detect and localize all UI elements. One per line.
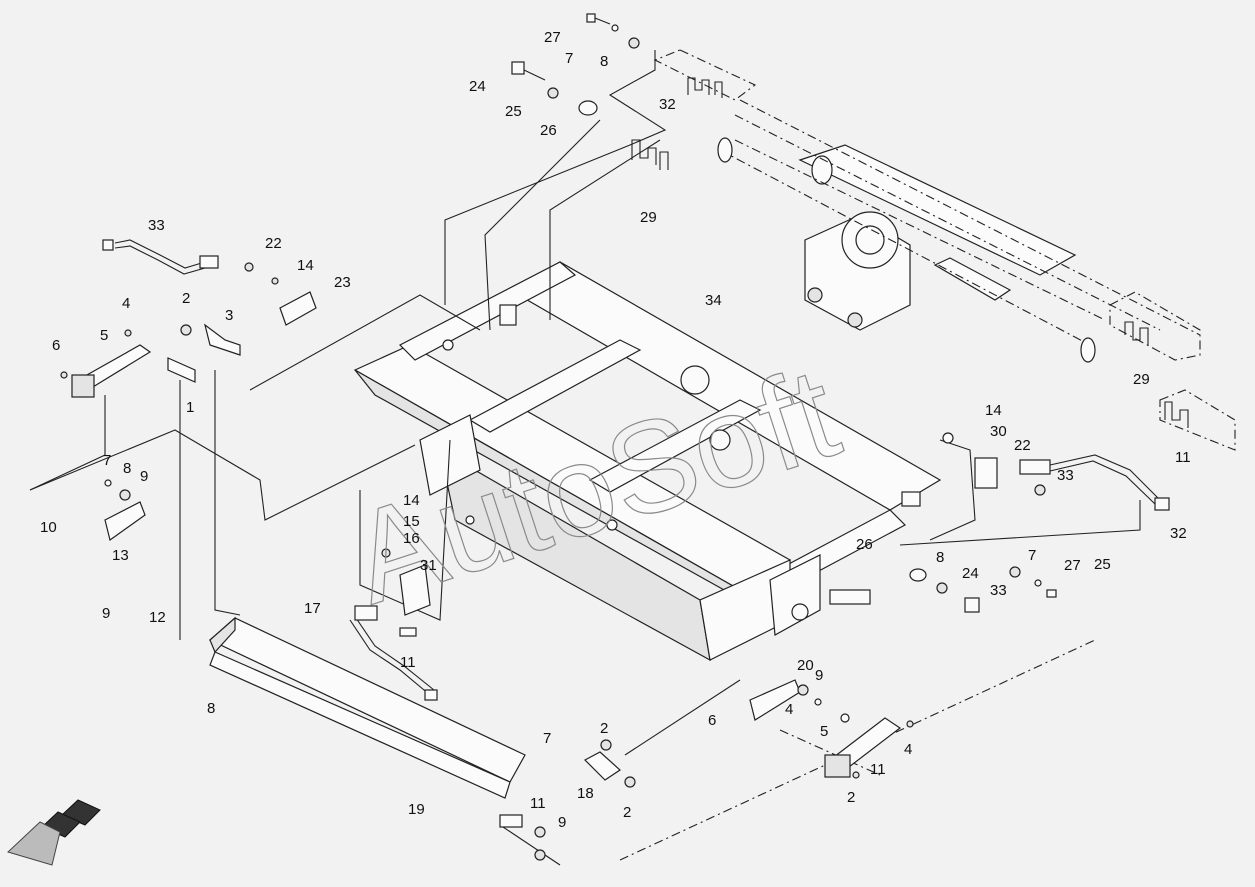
callout-label: 32 [1170, 525, 1187, 542]
callout-label: 2 [623, 804, 631, 821]
callout-label: 8 [600, 53, 608, 70]
callout-label: 14 [297, 257, 314, 274]
callout-label: 10 [40, 519, 57, 536]
callout-label: 6 [52, 337, 60, 354]
callout-label: 26 [856, 536, 873, 553]
callout-label: 25 [505, 103, 522, 120]
callout-label: 24 [962, 565, 979, 582]
callout-label: 23 [334, 274, 351, 291]
callout-label: 16 [403, 530, 420, 547]
callout-label: 5 [820, 723, 828, 740]
callout-label: 34 [705, 292, 722, 309]
callout-label: 6 [708, 712, 716, 729]
callout-label: 14 [985, 402, 1002, 419]
callout-label: 7 [103, 452, 111, 469]
callout-label: 13 [112, 547, 129, 564]
callout-label: 9 [558, 814, 566, 831]
callout-label: 29 [640, 209, 657, 226]
callout-label: 2 [600, 720, 608, 737]
callout-label: 3 [225, 307, 233, 324]
callout-label: 11 [400, 654, 416, 671]
callout-label: 33 [1057, 467, 1074, 484]
callout-label: 11 [1175, 449, 1191, 466]
callout-label: 11 [530, 795, 546, 812]
leader-lines [29, 50, 1141, 866]
callout-label: 27 [544, 29, 561, 46]
callout-label: 18 [577, 785, 594, 802]
callout-label: 27 [1064, 557, 1081, 574]
callout-label: 5 [100, 327, 108, 344]
callout-label: 2 [847, 789, 855, 806]
callout-label: 8 [207, 700, 215, 717]
callout-label: 20 [797, 657, 814, 674]
callout-label: 9 [140, 468, 148, 485]
callout-label: 7 [543, 730, 551, 747]
gearbox-assembly [798, 144, 1077, 331]
callout-label: 8 [123, 460, 131, 477]
callout-label: 17 [304, 600, 321, 617]
callout-label: 25 [1094, 556, 1111, 573]
callout-label: 4 [122, 295, 130, 312]
small-parts [60, 13, 1189, 861]
callout-label: 2 [182, 290, 190, 307]
direction-arrow-icon [7, 799, 101, 866]
callout-label: 1 [186, 399, 194, 416]
callout-label: 15 [403, 513, 420, 530]
callout-label: 7 [565, 50, 573, 67]
main-frame [353, 261, 942, 662]
callout-label: 32 [659, 96, 676, 113]
callout-label: 4 [785, 701, 793, 718]
callout-label: 9 [815, 667, 823, 684]
callout-label: 24 [469, 78, 486, 95]
callout-label: 14 [403, 492, 420, 509]
callout-label: 11 [870, 761, 886, 778]
callout-label: 22 [265, 235, 282, 252]
callout-label: 4 [904, 741, 912, 758]
callout-label: 29 [1133, 371, 1150, 388]
callout-label: 30 [990, 423, 1007, 440]
callout-label: 9 [102, 605, 110, 622]
callout-label: 26 [540, 122, 557, 139]
callout-label: 22 [1014, 437, 1031, 454]
callout-label: 8 [936, 549, 944, 566]
callout-label: 12 [149, 609, 166, 626]
callout-label: 33 [990, 582, 1007, 599]
callout-label: 7 [1028, 547, 1036, 564]
callout-label: 31 [420, 557, 437, 574]
callout-label: 33 [148, 217, 165, 234]
callout-label: 19 [408, 801, 425, 818]
